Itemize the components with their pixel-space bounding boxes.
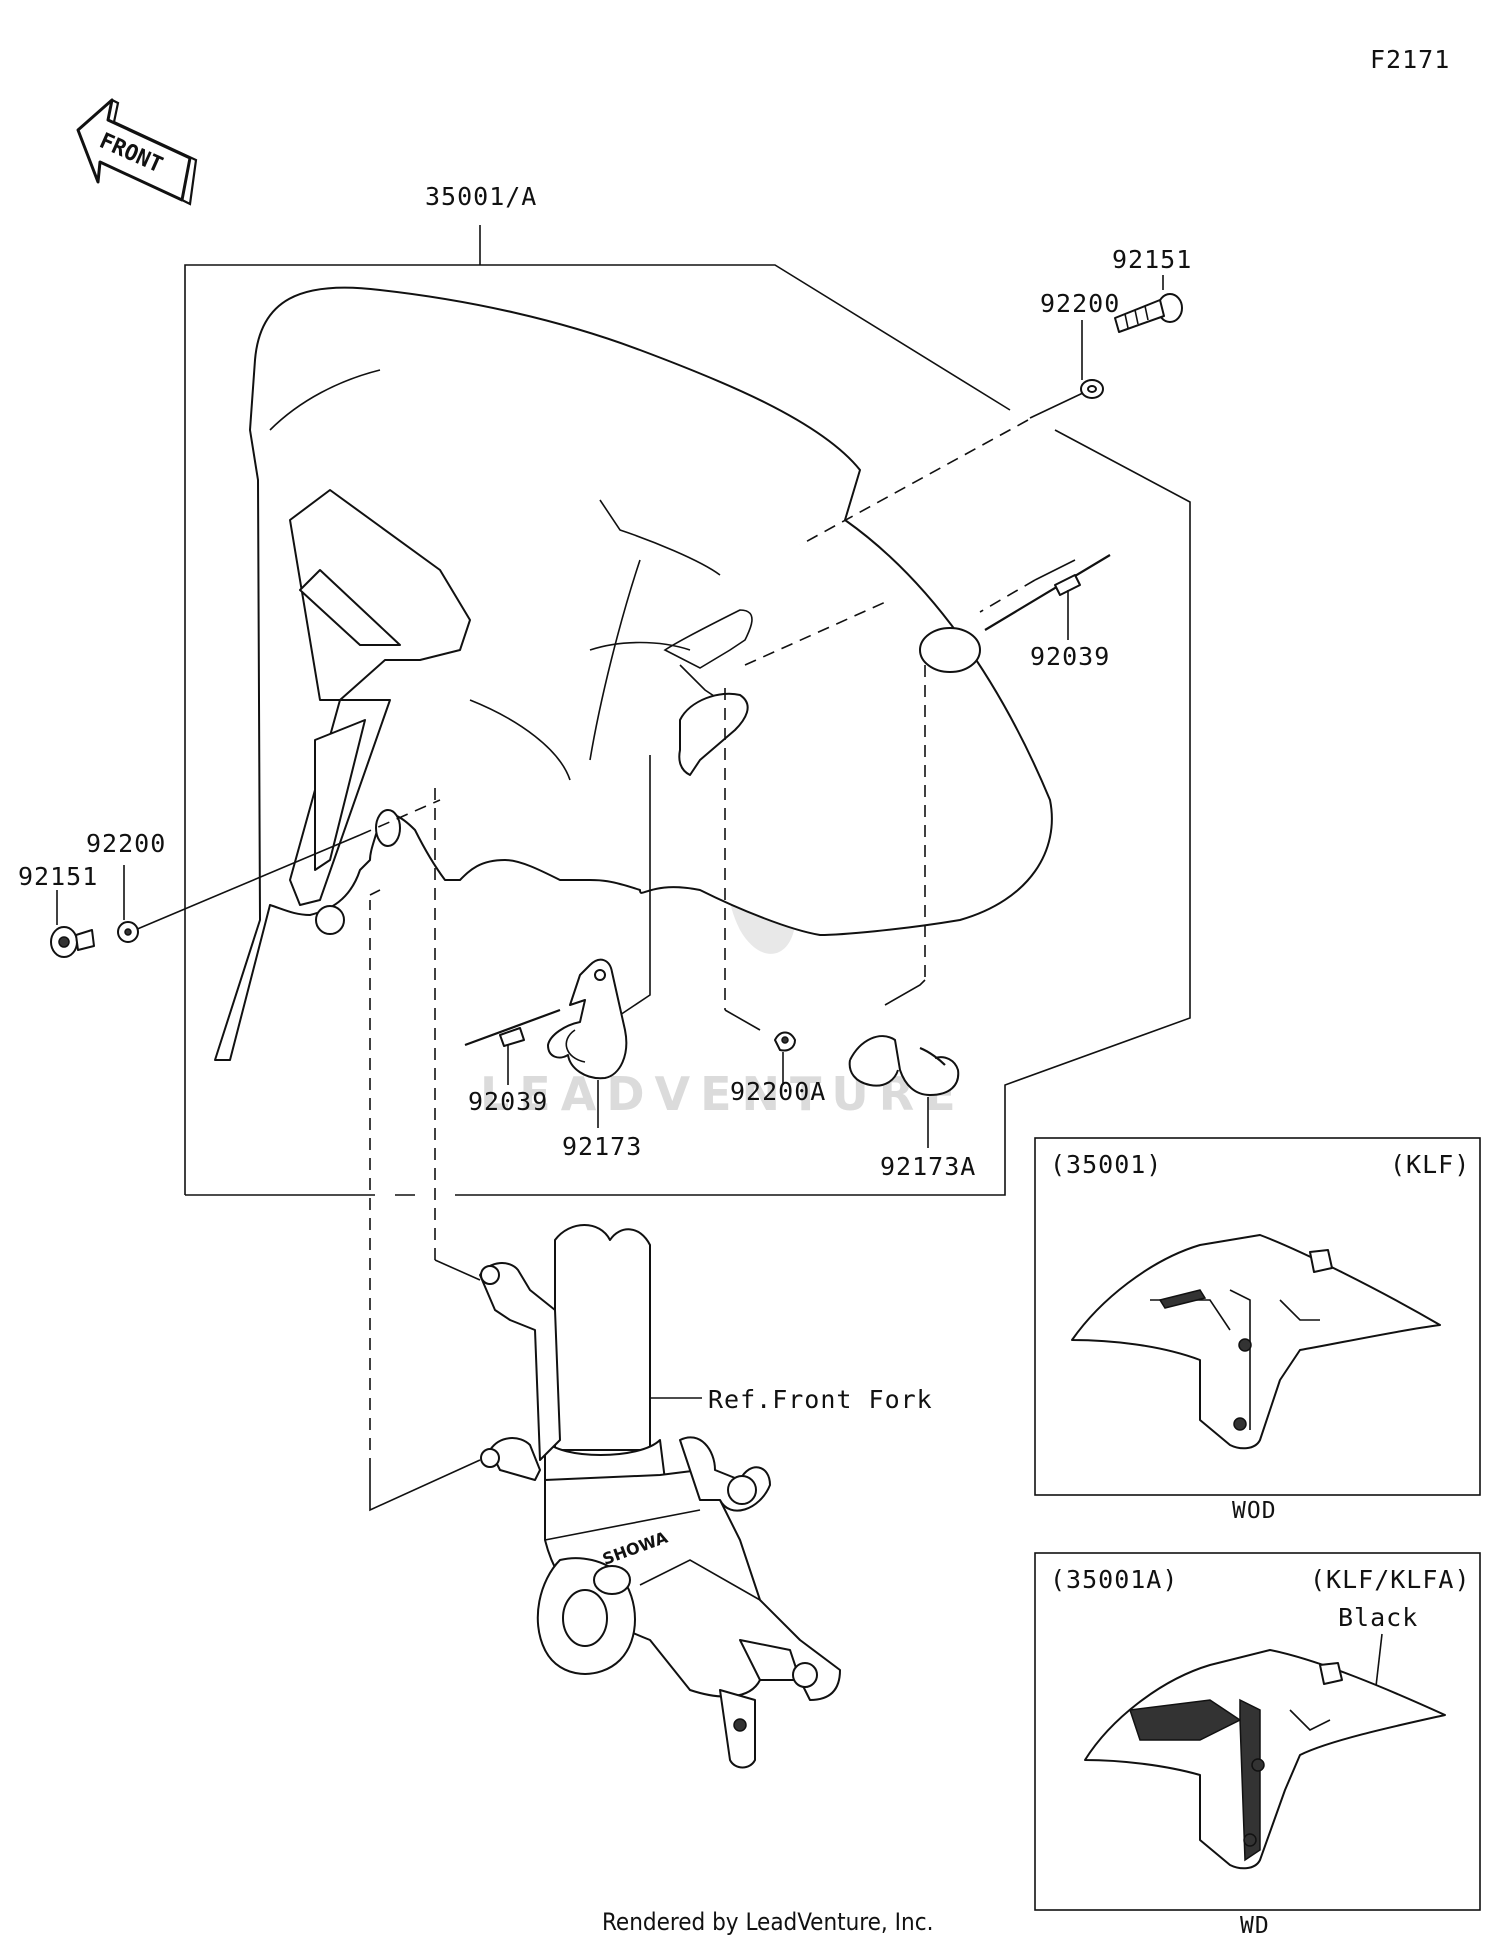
inset-wod-fender-icon: [1071, 1234, 1441, 1450]
assembly-frame: [184, 225, 1191, 1196]
callout-front-fork-ref: Ref.Front Fork: [708, 1385, 933, 1414]
callout-rivet-left: 92039: [468, 1087, 548, 1116]
bracket-right: [848, 1035, 960, 1096]
callout-bolt-left: 92151: [18, 862, 98, 891]
diagram-code: F2171: [1370, 45, 1450, 74]
inset-wod-caption: WOD: [1232, 1498, 1277, 1524]
washer-top-right: [1080, 379, 1104, 399]
callout-bolt-top-right: 92151: [1112, 245, 1192, 274]
footer-credit: Rendered by LeadVenture, Inc.: [602, 1908, 933, 1936]
inset-wod-part: (35001): [1050, 1150, 1162, 1179]
callout-fender-main: 35001/A: [425, 182, 537, 211]
callout-washer-small: 92200A: [730, 1077, 826, 1106]
callout-washer-left: 92200: [86, 829, 166, 858]
callout-washer-top-right: 92200: [1040, 289, 1120, 318]
bolt-top-right: [1114, 293, 1183, 333]
front-arrow: FRONT: [76, 98, 198, 206]
bolt-left: [50, 926, 95, 958]
washer-left: [117, 921, 139, 943]
callout-bracket-left: 92173: [562, 1132, 642, 1161]
inset-wd-caption: WD: [1240, 1913, 1270, 1938]
inset-wd-part: (35001A): [1050, 1565, 1178, 1594]
inset-wod-models: (KLF): [1390, 1150, 1470, 1179]
rivet-left: [464, 1008, 561, 1047]
inset-wd-models: (KLF/KLFA): [1310, 1565, 1471, 1594]
inset-wd: (35001A) (KLF/KLFA) Black WD: [1034, 1552, 1481, 1938]
assembly-lines: [134, 391, 1086, 1512]
inset-wd-color-note: Black: [1338, 1603, 1418, 1632]
washer-small: [774, 1031, 796, 1052]
front-arrow-icon: [76, 98, 192, 202]
inset-wod: (35001) (KLF) WOD: [1034, 1137, 1481, 1524]
front-fender: [214, 286, 1053, 1061]
callout-rivet-right: 92039: [1030, 642, 1110, 671]
front-fork: SHOWA: [479, 1224, 841, 1769]
rivet-right: [984, 554, 1111, 631]
bracket-left: [547, 958, 628, 1080]
inset-wd-fender-icon: [1084, 1649, 1446, 1870]
callout-bracket-right: 92173A: [880, 1152, 976, 1181]
